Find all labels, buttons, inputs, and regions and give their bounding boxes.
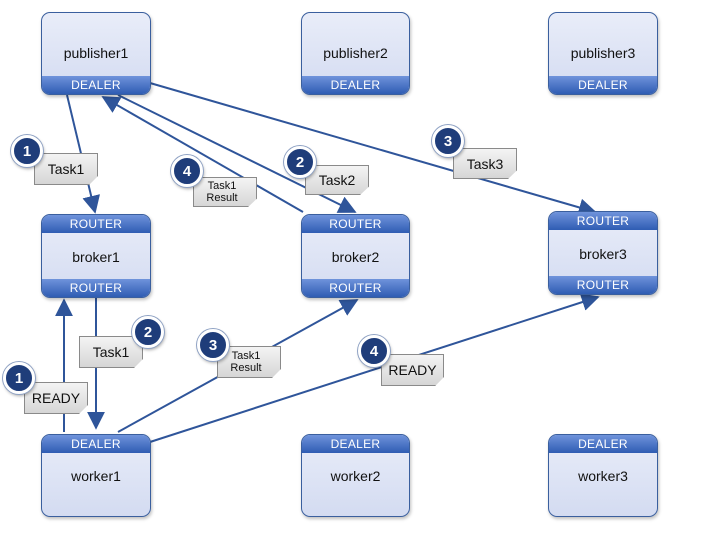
worker2-node: DEALER worker2 <box>301 434 410 517</box>
note-result-to-pub-line2: Result <box>206 192 238 204</box>
broker2-label: broker2 <box>331 249 380 265</box>
worker2-label: worker2 <box>330 468 381 484</box>
broker1-front-router: ROUTER <box>42 215 150 233</box>
note-worker-result-line1: Task1 <box>231 350 261 362</box>
arrow-pub1-to-broker3 <box>149 82 597 217</box>
broker1-back-router: ROUTER <box>42 279 150 297</box>
step-badge-pub-task2: 2 <box>284 146 316 178</box>
step-badge-worker-ready-b3: 4 <box>358 335 390 367</box>
worker1-node: DEALER worker1 <box>41 434 151 517</box>
note-worker-result-line2: Result <box>230 362 262 374</box>
publisher2-node: publisher2 DEALER <box>301 12 410 95</box>
step-badge-worker-result: 3 <box>197 329 229 361</box>
worker3-label: worker3 <box>578 468 628 484</box>
worker1-dealer-socket: DEALER <box>42 435 150 453</box>
publisher3-label: publisher3 <box>570 45 636 61</box>
publisher1-dealer-socket: DEALER <box>42 76 150 94</box>
note-broker-task1: Task1 <box>79 336 143 368</box>
publisher3-dealer-socket: DEALER <box>549 76 657 94</box>
arrow-broker2-to-pub1 <box>101 96 304 213</box>
worker3-dealer-socket: DEALER <box>549 435 657 453</box>
broker3-node: ROUTER broker3 ROUTER <box>548 211 658 295</box>
publisher1-node: publisher1 DEALER <box>41 12 151 95</box>
broker2-back-router: ROUTER <box>302 279 409 297</box>
broker3-back-router: ROUTER <box>549 276 657 294</box>
step-badge-broker-task1: 2 <box>132 316 164 348</box>
note-result-to-pub-line1: Task1 <box>207 180 237 192</box>
note-worker-ready-b3-text: READY <box>388 362 437 378</box>
note-pub-task3: Task3 <box>453 148 517 179</box>
note-worker-ready: READY <box>24 382 88 414</box>
note-worker-ready-b3: READY <box>381 354 444 386</box>
note-pub-task1: Task1 <box>34 153 98 185</box>
publisher1-label: publisher1 <box>63 45 129 61</box>
note-pub-task3-text: Task3 <box>466 155 504 172</box>
step-badge-worker-ready: 1 <box>3 362 35 394</box>
step-badge-result-to-pub: 4 <box>171 155 203 187</box>
note-pub-task1-text: Task1 <box>47 161 85 177</box>
step-badge-pub-task1: 1 <box>11 135 43 167</box>
broker2-node: ROUTER broker2 ROUTER <box>301 214 410 298</box>
broker2-front-router: ROUTER <box>302 215 409 233</box>
step-badge-pub-task3: 3 <box>432 125 464 157</box>
arrow-worker1-to-broker3 <box>149 293 600 443</box>
worker3-node: DEALER worker3 <box>548 434 658 517</box>
publisher3-node: publisher3 DEALER <box>548 12 658 95</box>
publisher2-dealer-socket: DEALER <box>302 76 409 94</box>
note-pub-task2: Task2 <box>305 165 369 195</box>
note-pub-task2-text: Task2 <box>318 172 356 188</box>
broker1-node: ROUTER broker1 ROUTER <box>41 214 151 298</box>
broker3-label: broker3 <box>579 246 627 262</box>
broker3-front-router: ROUTER <box>549 212 657 230</box>
worker1-label: worker1 <box>71 468 121 484</box>
broker1-label: broker1 <box>72 249 120 265</box>
worker2-dealer-socket: DEALER <box>302 435 409 453</box>
publisher2-label: publisher2 <box>323 45 388 61</box>
note-worker-ready-text: READY <box>31 390 81 406</box>
note-broker-task1-text: Task1 <box>92 344 130 360</box>
note-result-to-pub: Task1 Result <box>193 177 257 207</box>
note-worker-result: Task1 Result <box>217 346 281 378</box>
